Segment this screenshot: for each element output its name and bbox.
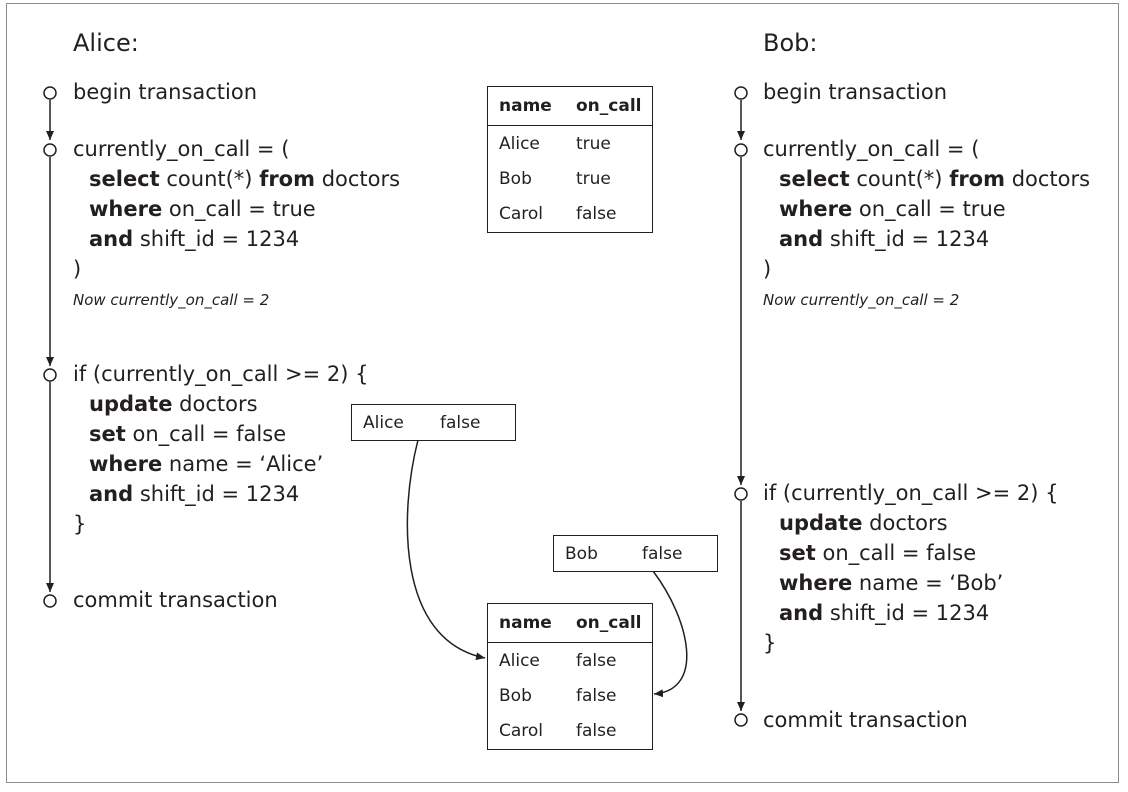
bob-update-line: update doctors	[779, 511, 948, 535]
alice-brace-close: }	[73, 512, 87, 536]
alice-set-line: set on_call = false	[89, 422, 287, 446]
alice-and-shift-line: and shift_id = 1234	[89, 482, 300, 506]
alice-if-line: if (currently_on_call >= 2) {	[73, 362, 369, 386]
table-header: name on_call	[488, 604, 652, 643]
bob-where-line: where on_call = true	[779, 197, 1006, 221]
table-header: name on_call	[488, 87, 652, 126]
bob-write-box: Bob false	[553, 535, 718, 572]
bob-timeline	[734, 86, 748, 727]
alice-where-line: where on_call = true	[89, 197, 316, 221]
bob-query-close: )	[763, 257, 772, 281]
kw-select: select	[89, 167, 160, 191]
table-after: name on_call Alice false Bob false Carol…	[487, 603, 653, 750]
table-row: Carol false	[499, 203, 617, 224]
alice-select-line: select count(*) from doctors	[89, 167, 401, 191]
alice-commit: commit transaction	[73, 588, 278, 612]
alice-query-close: )	[73, 257, 82, 281]
alice-write-box: Alice false	[351, 404, 516, 441]
bob-query-open: currently_on_call = (	[763, 137, 980, 161]
bob-and-shift-line: and shift_id = 1234	[779, 601, 990, 625]
bob-if-line: if (currently_on_call >= 2) {	[763, 481, 1059, 505]
bob-set-line: set on_call = false	[779, 541, 977, 565]
table-row: Alice true	[499, 133, 611, 154]
bob-and-line: and shift_id = 1234	[779, 227, 990, 251]
alice-query-open: currently_on_call = (	[73, 137, 290, 161]
bob-note: Now currently_on_call = 2	[763, 291, 960, 309]
bob-write-arrow	[652, 570, 688, 698]
bob-begin: begin transaction	[763, 80, 948, 104]
alice-update-line: update doctors	[89, 392, 258, 416]
alice-note: Now currently_on_call = 2	[73, 291, 270, 309]
alice-title: Alice:	[73, 29, 139, 57]
table-row: Bob false	[499, 685, 617, 706]
alice-timeline	[43, 86, 57, 608]
bob-brace-close: }	[763, 631, 777, 655]
bob-commit: commit transaction	[763, 708, 968, 732]
alice-begin: begin transaction	[73, 80, 258, 104]
diagram-frame	[6, 3, 1119, 783]
alice-where-name-line: where name = ‘Alice’	[89, 452, 324, 476]
bob-select-line: select count(*) from doctors	[779, 167, 1091, 191]
kw-from: from	[259, 167, 315, 191]
alice-and-line: and shift_id = 1234	[89, 227, 300, 251]
table-row: Carol false	[499, 720, 617, 741]
table-before: name on_call Alice true Bob true Carol f…	[487, 86, 653, 233]
bob-title: Bob:	[763, 29, 818, 57]
alice-write-arrow	[406, 439, 486, 661]
bob-where-name-line: where name = ‘Bob’	[779, 571, 1004, 595]
table-row: Bob true	[499, 168, 611, 189]
table-row: Alice false	[499, 650, 617, 671]
